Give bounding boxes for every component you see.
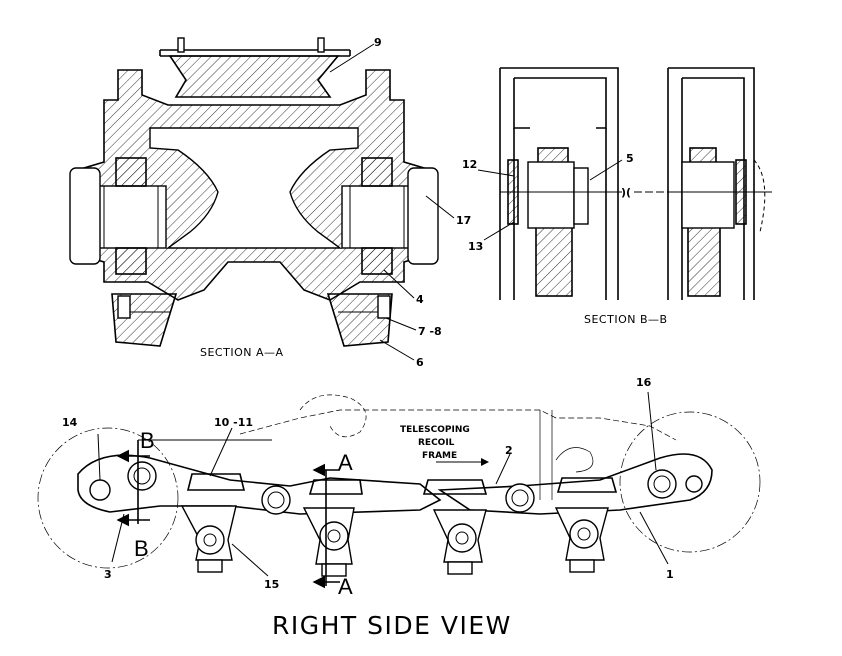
callout-5: 5 (626, 152, 634, 165)
callout-6: 6 (416, 356, 424, 369)
right-side-view-title: RIGHT SIDE VIEW (272, 611, 512, 640)
section-b-b-drawing: )( (499, 67, 772, 300)
top-pad (168, 55, 340, 98)
roller-assembly-3 (432, 509, 487, 575)
callout-4: 4 (416, 293, 424, 306)
callout-12: 12 (462, 158, 477, 171)
rear-idler-outline (619, 411, 761, 553)
callout-14: 14 (62, 416, 78, 429)
callout-17: 17 (456, 214, 471, 227)
callout-7-8: 7 -8 (418, 325, 442, 338)
roller-assembly-2 (302, 507, 355, 577)
callout-13: 13 (468, 240, 483, 253)
section-a-a-callouts: 9 17 4 7 -8 6 SECTION A—A (200, 36, 471, 369)
callout-2: 2 (505, 444, 513, 457)
left-bearing (97, 185, 167, 249)
section-letter-a-top: A (338, 450, 353, 475)
frame-label-line1: TELESCOPING (400, 425, 470, 435)
section-a-a-caption: SECTION A—A (200, 346, 284, 359)
right-side-view-labels: B B A A TELESCOPING RECOIL FRAME 14 10 -… (62, 376, 674, 640)
callout-15: 15 (264, 578, 279, 591)
section-letter-a-bottom: A (338, 574, 353, 599)
roller-assembly-1 (180, 505, 237, 573)
right-side-view-drawing (37, 394, 761, 589)
right-bearing (341, 185, 411, 249)
section-letter-b-bottom: B (134, 536, 149, 561)
section-b-b-callouts: 12 13 5 SECTION B—B (462, 152, 668, 326)
section-a-a-drawing (69, 37, 439, 347)
frame-cavity (149, 127, 359, 249)
section-b-b-caption: SECTION B—B (584, 313, 668, 326)
frame-label-line3: FRAME (422, 451, 457, 461)
rear-bogie-beam (437, 453, 713, 515)
section-letter-b-top: B (140, 428, 155, 453)
callout-3: 3 (104, 568, 112, 581)
roller-assembly-4 (554, 507, 609, 573)
front-bogie-beam (77, 454, 442, 515)
frame-label-line2: RECOIL (418, 438, 455, 448)
front-idler-outline (37, 427, 179, 569)
callout-1: 1 (666, 568, 674, 581)
callout-16: 16 (636, 376, 652, 389)
callout-10-11: 10 -11 (214, 416, 253, 429)
right-guard (326, 293, 393, 347)
svg-text:)(: )( (621, 186, 631, 199)
callout-9: 9 (374, 36, 382, 49)
